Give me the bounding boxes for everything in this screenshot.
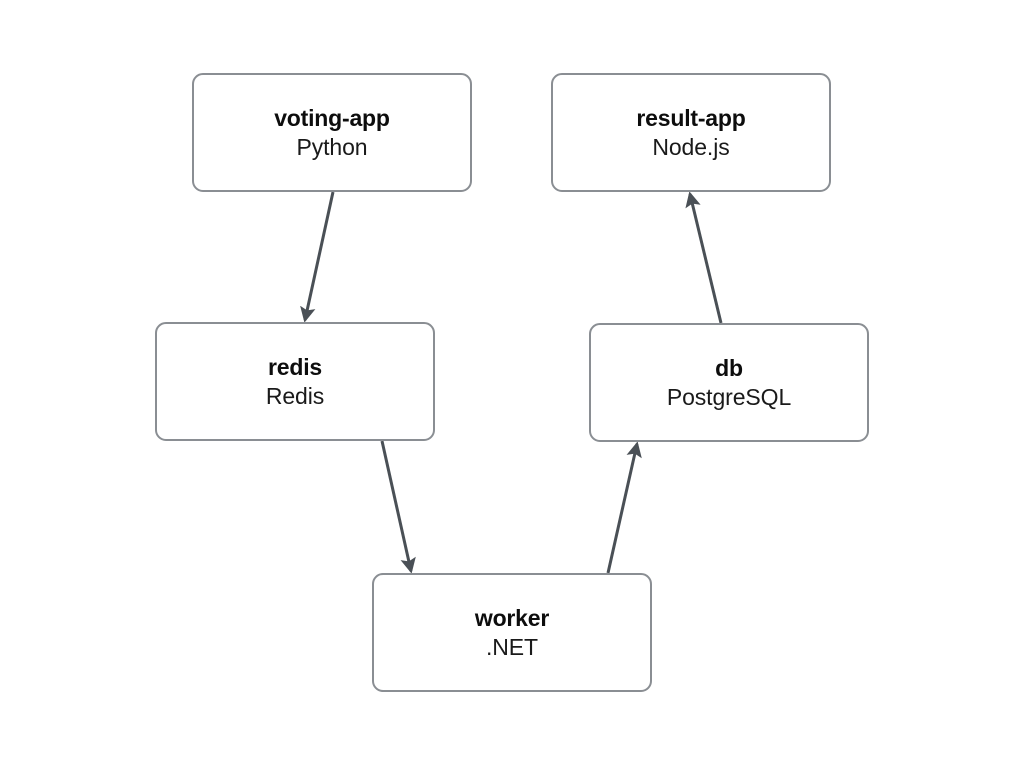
edge-voting-app-to-redis xyxy=(300,191,335,323)
node-voting-app[interactable]: voting-app Python xyxy=(192,73,472,192)
node-db[interactable]: db PostgreSQL xyxy=(589,323,869,442)
node-title: result-app xyxy=(636,105,746,132)
edge-worker-to-db xyxy=(606,441,642,574)
node-subtitle: Node.js xyxy=(652,133,730,160)
node-title: db xyxy=(715,355,743,382)
node-result-app[interactable]: result-app Node.js xyxy=(551,73,831,192)
node-redis[interactable]: redis Redis xyxy=(155,322,435,441)
node-title: voting-app xyxy=(274,105,390,132)
edge-db-to-result-app xyxy=(685,191,723,324)
node-subtitle: .NET xyxy=(486,633,538,660)
node-title: worker xyxy=(474,605,550,632)
edge-redis-to-worker xyxy=(380,440,416,574)
node-worker[interactable]: worker .NET xyxy=(372,573,652,692)
node-subtitle: PostgreSQL xyxy=(666,383,792,410)
node-subtitle: Python xyxy=(296,133,368,160)
node-title: redis xyxy=(268,354,322,381)
node-subtitle: Redis xyxy=(265,382,325,409)
